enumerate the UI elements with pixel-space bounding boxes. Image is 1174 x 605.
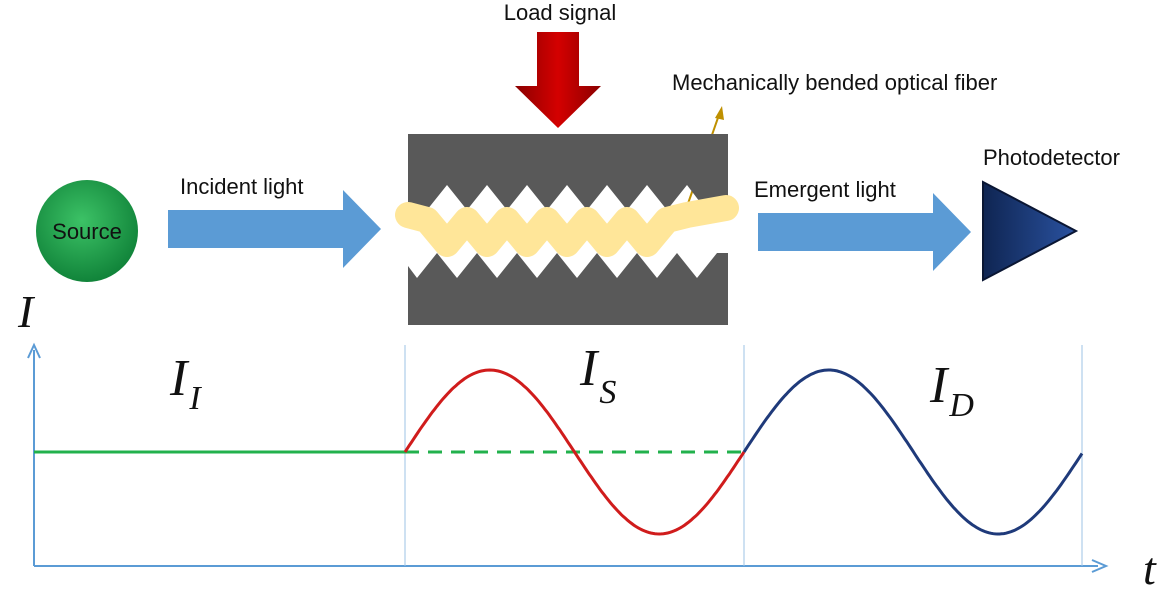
- region-label-detected-sub: D: [948, 387, 974, 424]
- x-axis-arrowhead: [1091, 559, 1109, 573]
- region-label-incident-sub: I: [188, 380, 202, 417]
- optical-fiber: [395, 195, 739, 257]
- x-axis-label: t: [1143, 543, 1157, 594]
- region-label-detected: ID: [929, 357, 974, 424]
- detected-signal-curve: [742, 368, 1084, 536]
- source-label: Source: [52, 219, 122, 244]
- fiber-pointer-arrowhead: [715, 106, 724, 120]
- incident-light-arrow: [168, 190, 381, 268]
- photodetector-shape: [982, 180, 1079, 282]
- fiber-label: Mechanically bended optical fiber: [672, 70, 997, 95]
- top-plate: [408, 134, 728, 210]
- sensing-signal-curve: [403, 368, 746, 536]
- region-label-detected-main: I: [929, 357, 950, 414]
- y-axis-arrowhead: [27, 342, 41, 359]
- y-axis-label: I: [17, 286, 36, 337]
- load-signal-label: Load signal: [504, 0, 617, 25]
- source-circle: [36, 180, 138, 282]
- photodetector-label: Photodetector: [983, 145, 1120, 170]
- incident-light-label: Incident light: [180, 174, 304, 199]
- emergent-light-label: Emergent light: [754, 177, 896, 202]
- load-arrow: [515, 32, 601, 128]
- bottom-plate: [408, 253, 728, 325]
- region-label-incident-main: I: [169, 350, 190, 407]
- region-label-sensing-main: I: [579, 340, 600, 397]
- region-label-incident: II: [169, 350, 202, 417]
- emergent-light-arrow: [758, 193, 971, 271]
- region-label-sensing: IS: [579, 340, 616, 411]
- region-label-sensing-sub: S: [599, 374, 616, 411]
